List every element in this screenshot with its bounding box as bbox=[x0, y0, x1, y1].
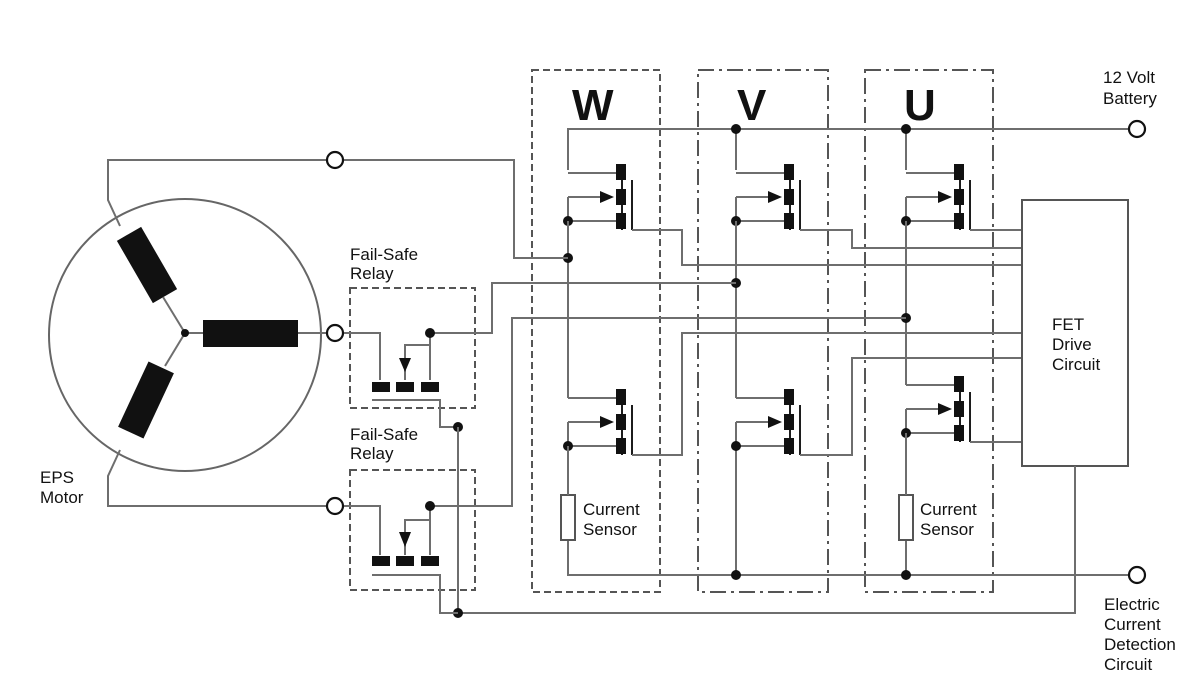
fet-u-low bbox=[900, 375, 999, 443]
ground-bus bbox=[567, 440, 1147, 585]
phase-v-box bbox=[697, 69, 829, 593]
fet-w-low bbox=[562, 388, 661, 456]
battery-label: 12 Volt Battery bbox=[1103, 68, 1160, 108]
motor-label: EPS Motor bbox=[40, 468, 84, 507]
phase-w-box bbox=[531, 69, 661, 593]
failsafe-relay-top bbox=[344, 282, 736, 618]
gate-lines bbox=[660, 229, 1022, 456]
fet-drive-label: FET Drive Circuit bbox=[1052, 315, 1100, 374]
relay-bottom-label: Fail-Safe Relay bbox=[350, 425, 423, 463]
motor-wires bbox=[107, 150, 568, 516]
phase-w-label: W bbox=[572, 81, 614, 130]
phase-u-label: U bbox=[904, 81, 936, 130]
phase-v-label: V bbox=[737, 81, 767, 130]
current-sensor-w bbox=[560, 494, 576, 541]
fet-w-high bbox=[562, 163, 661, 231]
detection-terminal bbox=[1127, 565, 1147, 585]
fet-u-high bbox=[900, 163, 999, 231]
fet-v-low bbox=[730, 388, 829, 456]
phase-u-box bbox=[864, 69, 994, 593]
fet-drive-feedback-line bbox=[458, 466, 1076, 614]
eps-motor bbox=[48, 198, 326, 472]
current-sensor-u-label: Current Sensor bbox=[920, 500, 981, 539]
fet-v-high bbox=[730, 163, 829, 231]
relay-top-label: Fail-Safe Relay bbox=[350, 245, 423, 283]
detection-label: Electric Current Detection Circuit bbox=[1104, 595, 1181, 674]
battery-bus bbox=[567, 119, 1147, 170]
failsafe-relay-bottom bbox=[344, 317, 906, 614]
battery-terminal bbox=[1127, 119, 1147, 139]
current-sensor-w-label: Current Sensor bbox=[583, 500, 644, 539]
fet-drive-circuit bbox=[1021, 199, 1129, 467]
current-sensor-u bbox=[898, 494, 914, 541]
